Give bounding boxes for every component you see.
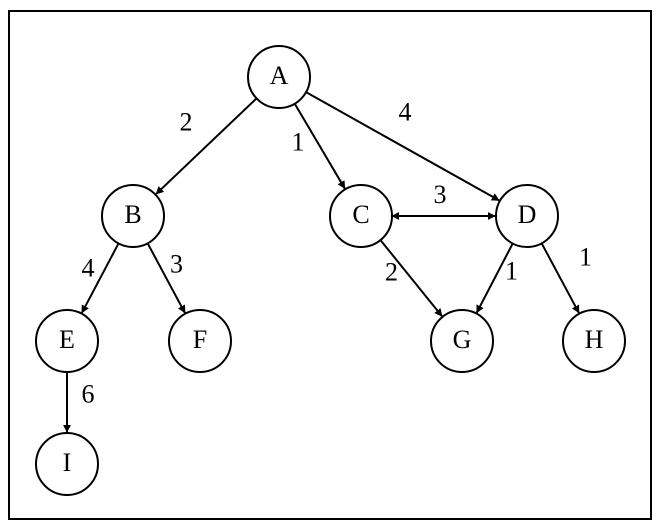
node-circle — [562, 309, 626, 373]
node-i: I — [35, 432, 99, 496]
edges-layer — [63, 91, 580, 433]
edge-a-d — [305, 91, 500, 202]
edge-d-g — [475, 243, 514, 314]
node-circle — [101, 184, 165, 248]
edge-line — [305, 91, 500, 202]
node-h: H — [562, 309, 626, 373]
edge-b-f — [146, 242, 186, 314]
edge-weight-c-d: 3 — [434, 180, 447, 209]
edge-weight-b-e: 4 — [82, 253, 95, 282]
edge-line — [475, 243, 514, 314]
edge-weight-b-f: 3 — [170, 249, 183, 278]
node-label: B — [124, 200, 141, 229]
edge-weight-d-g: 1 — [505, 256, 518, 285]
node-label: C — [352, 200, 369, 229]
edge-weight-a-b: 2 — [180, 107, 193, 136]
node-circle — [329, 184, 393, 248]
node-label: I — [63, 448, 72, 477]
node-label: A — [270, 61, 289, 90]
node-circle — [35, 432, 99, 496]
edge-b-e — [81, 242, 120, 314]
node-label: H — [585, 325, 604, 354]
node-circle — [247, 45, 311, 109]
node-circle — [495, 184, 559, 248]
nodes-layer: A B C D E F G H I — [35, 45, 626, 496]
edge-d-h — [540, 242, 580, 314]
edge-line — [81, 242, 120, 314]
edge-line — [146, 242, 186, 314]
edge-weight-a-c: 1 — [292, 127, 305, 156]
weight-labels-layer: 2 1 4 3 4 3 2 1 1 6 — [82, 97, 593, 408]
node-circle — [430, 309, 494, 373]
node-label: F — [193, 325, 207, 354]
node-e: E — [35, 309, 99, 373]
node-b: B — [101, 184, 165, 248]
edge-c-g — [379, 239, 443, 317]
diagram-frame — [8, 10, 652, 520]
node-f: F — [168, 309, 232, 373]
node-c: C — [329, 184, 393, 248]
edge-weight-e-i: 6 — [82, 379, 95, 408]
edge-line — [540, 242, 580, 314]
edge-weight-a-d: 4 — [399, 97, 412, 126]
node-d: D — [495, 184, 559, 248]
node-circle — [168, 309, 232, 373]
node-a: A — [247, 45, 311, 109]
node-g: G — [430, 309, 494, 373]
edge-line — [155, 97, 258, 195]
node-circle — [35, 309, 99, 373]
node-label: D — [518, 200, 537, 229]
node-label: G — [453, 325, 472, 354]
edge-a-b — [155, 97, 258, 195]
node-label: E — [59, 325, 75, 354]
edge-weight-c-g: 2 — [385, 257, 398, 286]
edge-line — [293, 103, 346, 190]
edge-line — [379, 239, 443, 317]
edge-weight-d-h: 1 — [579, 242, 592, 271]
edge-a-c — [293, 103, 346, 190]
